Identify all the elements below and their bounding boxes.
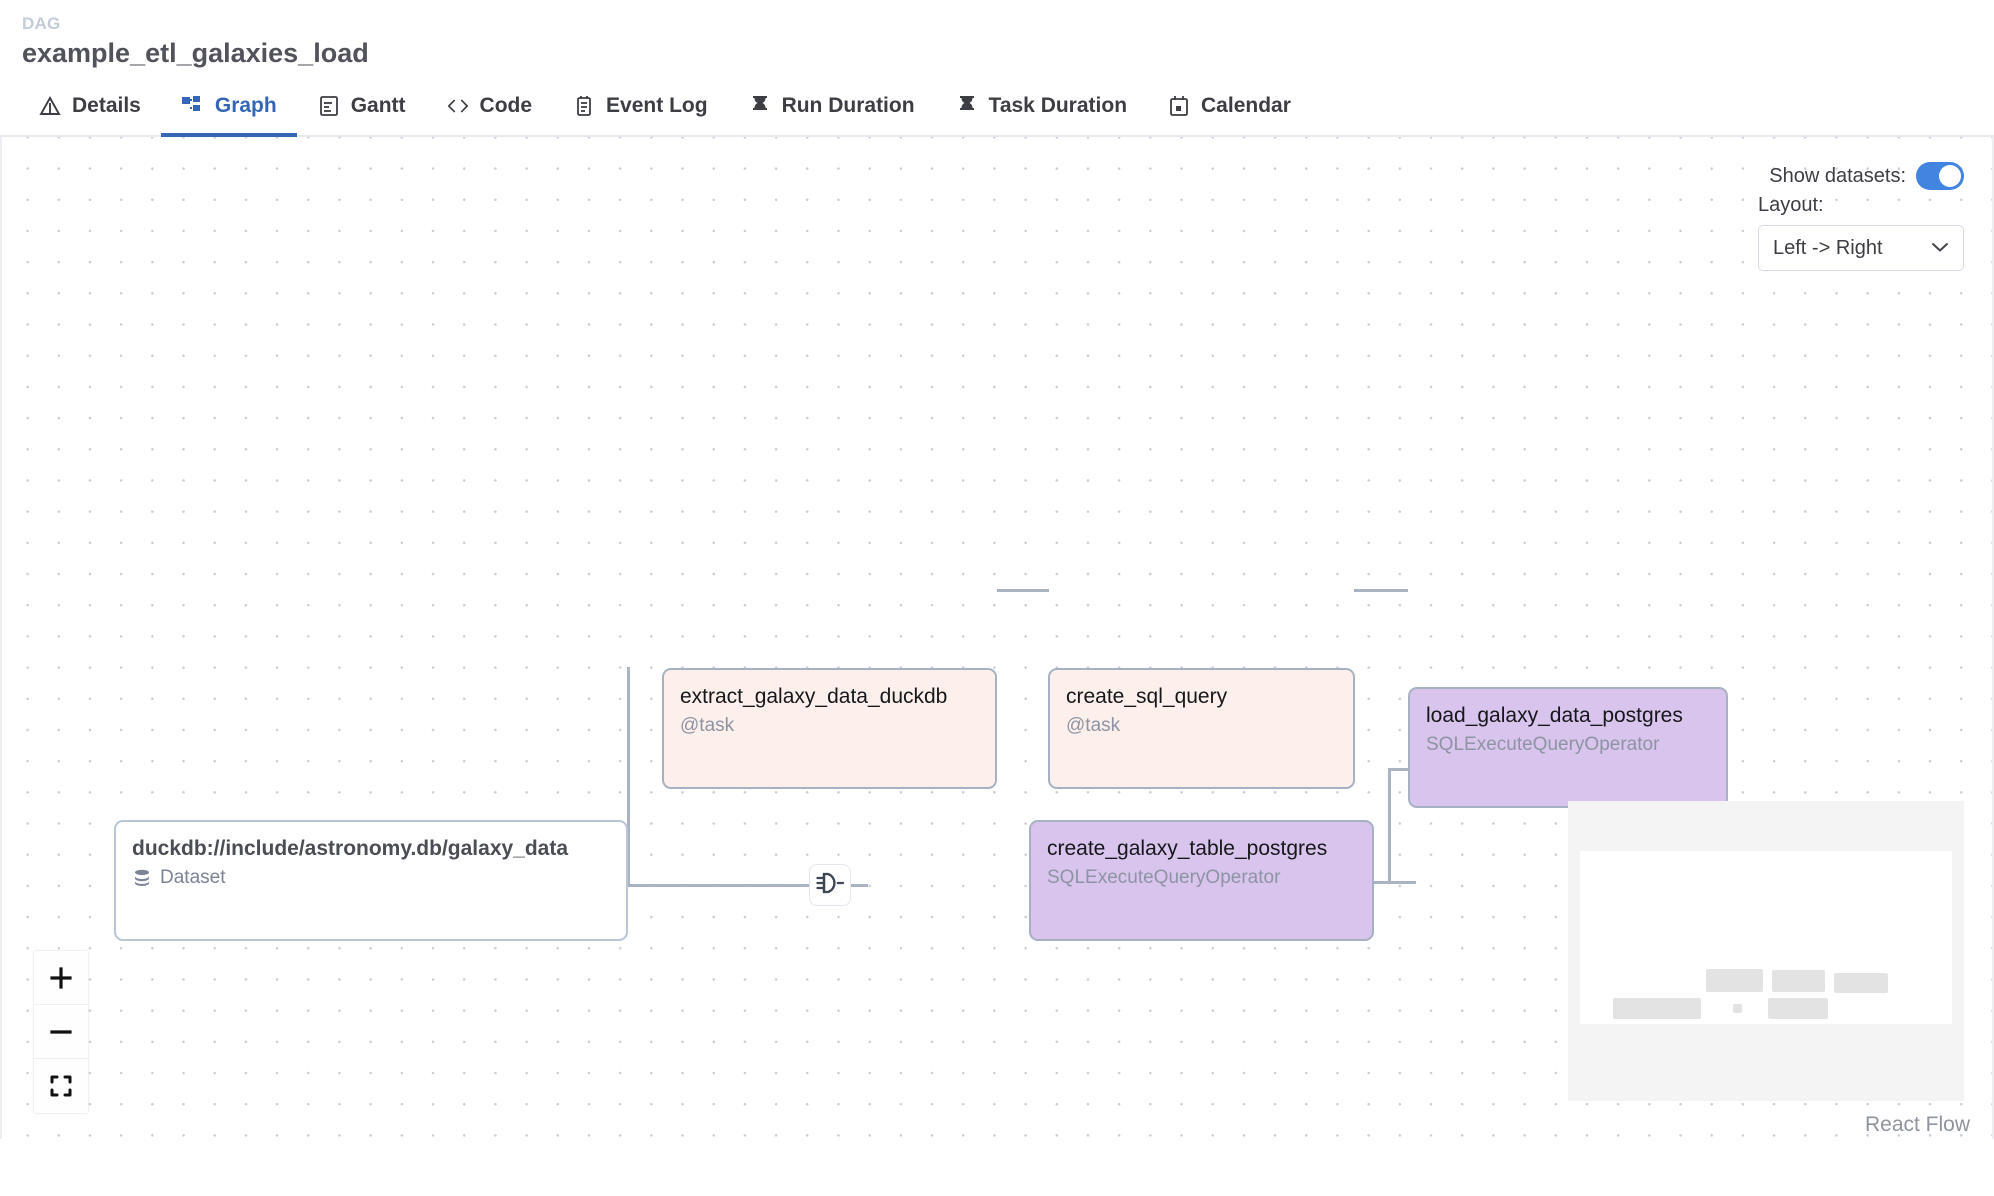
dag-kicker-label: DAG <box>22 14 61 33</box>
zoom-controls <box>34 951 88 1113</box>
node-create-sql-query[interactable]: create_sql_query @task <box>1048 668 1355 789</box>
minimap-node <box>1834 973 1888 993</box>
hourglass-icon <box>748 94 772 118</box>
node-subtitle-row: Dataset <box>132 865 610 890</box>
minimap[interactable] <box>1568 801 1964 1101</box>
tab-label: Details <box>72 94 141 117</box>
edge-createtable-right-stub <box>1374 881 1416 884</box>
gantt-icon <box>317 94 341 118</box>
node-extract-galaxy-data-duckdb[interactable]: extract_galaxy_data_duckdb @task <box>662 668 997 789</box>
show-datasets-row: Show datasets: <box>1769 162 1964 190</box>
edge-extract-down-connector <box>627 667 630 887</box>
tab-calendar[interactable]: Calendar <box>1147 79 1311 137</box>
tab-graph[interactable]: Graph <box>160 79 297 137</box>
edge-dataset-to-gate <box>628 884 814 887</box>
chevron-down-icon <box>1931 241 1949 256</box>
edge-createtable-to-load <box>1388 768 1420 771</box>
node-create-galaxy-table-postgres[interactable]: create_galaxy_table_postgres SQLExecuteQ… <box>1029 820 1374 941</box>
minimap-node <box>1772 970 1825 992</box>
tab-label: Event Log <box>606 94 708 117</box>
zoom-out-button[interactable] <box>34 1005 88 1059</box>
minimap-node <box>1768 998 1828 1019</box>
hourglass-icon <box>955 94 979 118</box>
page-title: example_etl_galaxies_load <box>22 38 369 68</box>
minimap-node <box>1613 998 1701 1019</box>
node-subtitle: @task <box>680 715 735 736</box>
tab-run-duration[interactable]: Run Duration <box>728 79 935 137</box>
node-title: duckdb://include/astronomy.db/galaxy_dat… <box>132 837 569 860</box>
node-load-galaxy-data-postgres[interactable]: load_galaxy_data_postgres SQLExecuteQuer… <box>1408 687 1728 808</box>
node-title: create_galaxy_table_postgres <box>1047 837 1328 860</box>
react-flow-attribution: React Flow <box>1864 1113 1970 1136</box>
tab-task-duration[interactable]: Task Duration <box>935 79 1147 137</box>
edge-extract-to-createsql <box>997 589 1049 592</box>
node-title: load_galaxy_data_postgres <box>1426 704 1683 727</box>
event-log-icon <box>572 94 596 118</box>
tab-bar: Details Graph Gantt <box>0 79 1994 137</box>
zoom-in-button[interactable] <box>34 951 88 1005</box>
minimap-node <box>1706 969 1763 992</box>
show-datasets-toggle[interactable] <box>1916 162 1964 190</box>
tab-gantt[interactable]: Gantt <box>297 79 426 137</box>
fit-view-button[interactable] <box>34 1059 88 1113</box>
layout-selected-value: Left -> Right <box>1773 236 1883 259</box>
layout-select[interactable]: Left -> Right <box>1758 225 1964 271</box>
node-subtitle: @task <box>1066 715 1121 736</box>
node-subtitle: SQLExecuteQueryOperator <box>1047 867 1281 888</box>
minimap-viewport[interactable] <box>1580 851 1952 1024</box>
tab-label: Run Duration <box>781 94 915 117</box>
database-stack-icon <box>132 868 152 888</box>
tab-label: Task Duration <box>988 94 1128 117</box>
node-subtitle: Dataset <box>160 867 226 888</box>
show-datasets-label: Show datasets: <box>1769 164 1906 187</box>
layout-label: Layout: <box>1758 194 1824 216</box>
node-subtitle: SQLExecuteQueryOperator <box>1426 734 1660 755</box>
tab-label: Code <box>479 94 533 117</box>
triangle-alert-icon <box>38 94 62 118</box>
tab-event-log[interactable]: Event Log <box>552 79 728 137</box>
graph-canvas[interactable]: Show datasets: Layout: Left -> Right ext… <box>0 137 1994 1139</box>
edge-createsql-to-load <box>1354 589 1408 592</box>
graph-icon <box>181 94 205 118</box>
tab-code[interactable]: Code <box>426 79 553 137</box>
graph-options-panel: Show datasets: Layout: Left -> Right <box>1758 162 1964 271</box>
code-brackets-icon <box>446 94 470 118</box>
tab-label: Graph <box>214 94 277 117</box>
tab-label: Gantt <box>350 94 406 117</box>
toggle-knob <box>1939 165 1961 187</box>
page-header: DAG example_etl_galaxies_load <box>0 0 1994 79</box>
minimap-node <box>1733 1004 1742 1013</box>
node-title: create_sql_query <box>1066 685 1228 708</box>
tab-details[interactable]: Details <box>18 79 161 137</box>
edge-gate-right-stub <box>848 884 868 887</box>
edge-createtable-vertical <box>1388 769 1391 883</box>
logic-gate-icon <box>815 870 845 901</box>
dataset-gate-marker[interactable] <box>809 864 851 906</box>
node-duckdb-dataset[interactable]: duckdb://include/astronomy.db/galaxy_dat… <box>114 820 628 941</box>
tab-label: Calendar <box>1201 94 1291 117</box>
node-title: extract_galaxy_data_duckdb <box>680 685 948 708</box>
calendar-icon <box>1167 94 1191 118</box>
